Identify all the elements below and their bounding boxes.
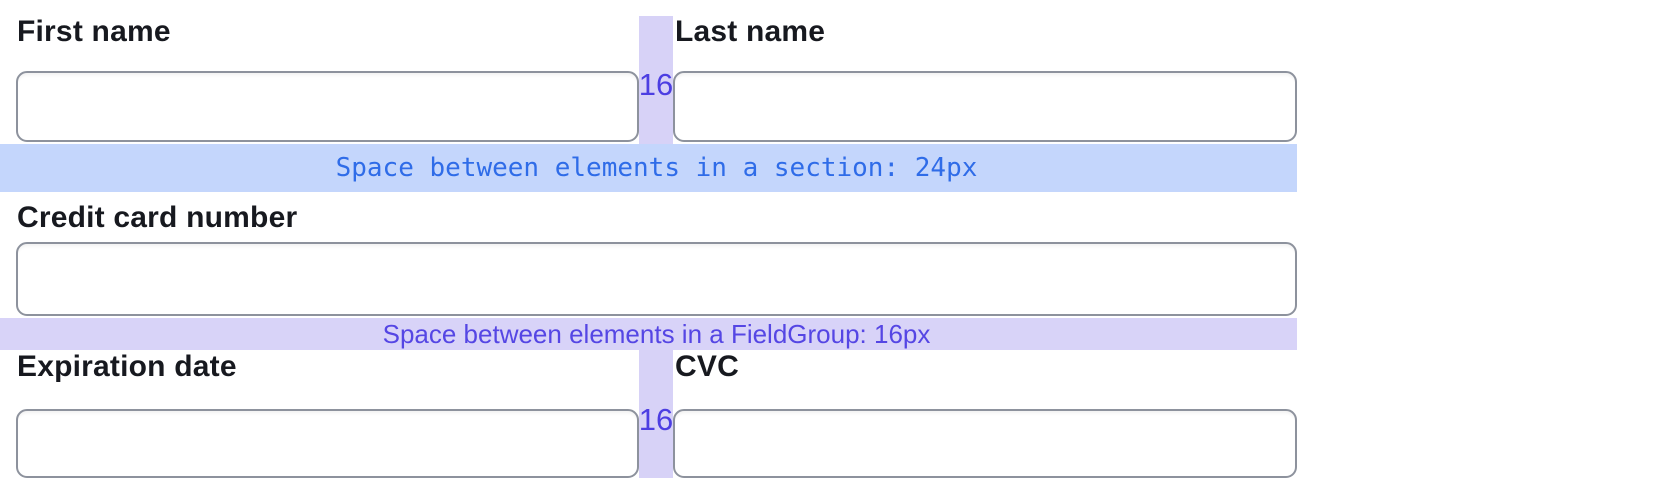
column-gap-band-row1: 16 xyxy=(639,16,673,144)
column-gap-value-row1: 16 xyxy=(638,67,674,102)
column-gap-value-row2: 16 xyxy=(638,402,674,437)
card-number-label: Credit card number xyxy=(17,201,298,234)
column-gap-band-row2: 16 xyxy=(639,350,673,478)
expiration-date-input[interactable] xyxy=(16,409,639,478)
fieldgroup-spacing-annotation: Space between elements in a FieldGroup: … xyxy=(382,318,931,349)
section-spacing-annotation: Space between elements in a section: 24p… xyxy=(335,153,978,183)
fieldgroup-spacing-band: Space between elements in a FieldGroup: … xyxy=(0,318,1297,350)
first-name-label: First name xyxy=(17,15,171,48)
card-number-input[interactable] xyxy=(16,242,1297,316)
cvc-label: CVC xyxy=(675,350,739,383)
last-name-label: Last name xyxy=(675,15,826,48)
first-name-input[interactable] xyxy=(16,71,639,142)
expiration-date-label: Expiration date xyxy=(17,350,237,383)
section-spacing-band: Space between elements in a section: 24p… xyxy=(0,144,1297,192)
last-name-input[interactable] xyxy=(673,71,1297,142)
cvc-input[interactable] xyxy=(673,409,1297,478)
